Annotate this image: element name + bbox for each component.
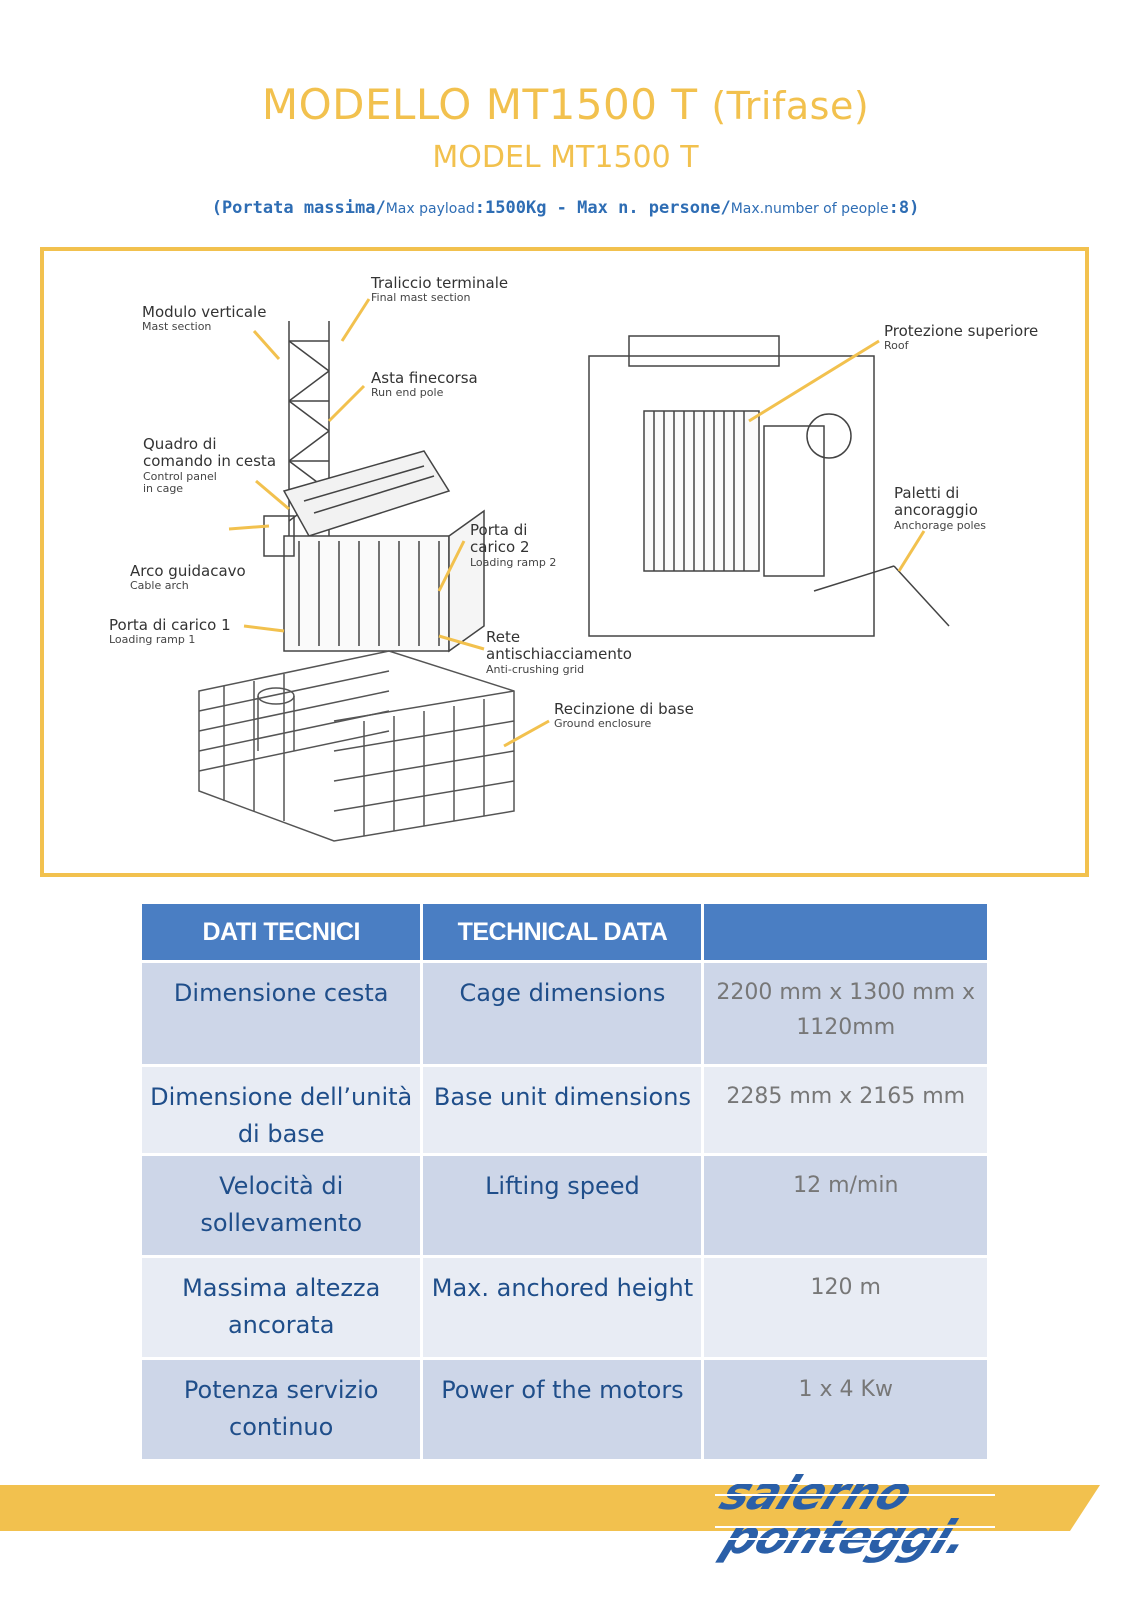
- cell-it: Massima altezza ancorata: [142, 1258, 421, 1357]
- people-label-en: Max.number of people: [730, 201, 889, 217]
- header-dati-tecnici: DATI TECNICI: [142, 904, 421, 960]
- payload-value: :1500Kg -: [474, 198, 578, 218]
- cell-value: 120 m: [704, 1258, 987, 1357]
- footer-yellow-band: [0, 1485, 1100, 1531]
- table-row: Dimensione cesta Cage dimensions 2200 mm…: [142, 963, 987, 1064]
- label-anchorage-poles: Paletti di ancoraggio Anchorage poles: [894, 484, 987, 532]
- page-subtitle: MODEL MT1500 T: [432, 140, 699, 175]
- people-value: :8): [888, 198, 920, 218]
- label-loading-ramp-2: Porta di carico 2 Loading ramp 2: [470, 521, 557, 569]
- people-label-it: Max n. persone: [577, 198, 721, 218]
- label-roof: Protezione superiore Roof: [884, 322, 1039, 353]
- cell-value: 12 m/min: [704, 1156, 987, 1255]
- cell-en: Lifting speed: [423, 1156, 702, 1255]
- title-suffix: (Trifase): [711, 84, 870, 128]
- cell-value: 2200 mm x 1300 mm x 1120mm: [704, 963, 987, 1064]
- cell-en: Base unit dimensions: [423, 1067, 702, 1153]
- label-final-mast: Traliccio terminale Final mast section: [371, 274, 509, 305]
- label-control-panel: Quadro di comando in cesta Control panel…: [143, 435, 277, 496]
- cell-en: Cage dimensions: [423, 963, 702, 1064]
- label-loading-ramp-1: Porta di carico 1 Loading ramp 1: [109, 616, 231, 647]
- payload-label-it: Portata massima: [221, 198, 376, 218]
- salerno-ponteggi-logo: salerno ponteggi.: [713, 1468, 995, 1565]
- label-cable-arch: Arco guidacavo Cable arch: [130, 562, 246, 593]
- cell-it: Dimensione dell’unità di base: [142, 1067, 421, 1153]
- table-header-row: DATI TECNICI TECHNICAL DATA: [142, 904, 987, 960]
- cell-en: Power of the motors: [423, 1360, 702, 1459]
- technical-data-table: DATI TECNICI TECHNICAL DATA Dimensione c…: [139, 901, 990, 1462]
- cell-value: 1 x 4 Kw: [704, 1360, 987, 1459]
- specs-slash: /: [375, 198, 386, 218]
- specs-slash: /: [720, 198, 731, 218]
- cage: [263, 450, 485, 653]
- label-anti-crushing-grid: Rete antischiacciamento Anti-crushing gr…: [486, 628, 632, 676]
- cell-en: Max. anchored height: [423, 1258, 702, 1357]
- title-main-text: MODELLO MT1500 T: [261, 80, 698, 129]
- header-technical-data: TECHNICAL DATA: [423, 904, 702, 960]
- diagram-frame: Traliccio terminale Final mast section M…: [40, 247, 1089, 877]
- table-row: Potenza servizio continuo Power of the m…: [142, 1360, 987, 1459]
- specs-open: (: [211, 198, 222, 218]
- cell-it: Potenza servizio continuo: [142, 1360, 421, 1459]
- label-ground-enclosure: Recinzione di base Ground enclosure: [554, 700, 694, 731]
- specs-line: (Portata massima/Max payload:1500Kg - Ma…: [0, 198, 1131, 218]
- callout-arrows: [228, 298, 926, 748]
- cell-value: 2285 mm x 2165 mm: [704, 1067, 987, 1153]
- ground-enclosure: [198, 650, 515, 842]
- cell-it: Velocità di sollevamento: [142, 1156, 421, 1255]
- top-view: [588, 335, 950, 637]
- label-mast-section: Modulo verticale Mast section: [142, 303, 267, 334]
- payload-label-en: Max payload: [385, 201, 475, 217]
- table-row: Massima altezza ancorata Max. anchored h…: [142, 1258, 987, 1357]
- page-title: MODELLO MT1500 T (Trifase): [0, 80, 1131, 129]
- cell-it: Dimensione cesta: [142, 963, 421, 1064]
- table-row: Dimensione dell’unità di base Base unit …: [142, 1067, 987, 1153]
- hoist-diagram: [198, 298, 950, 842]
- table-row: Velocità di sollevamento Lifting speed 1…: [142, 1156, 987, 1255]
- header-value: [704, 904, 987, 960]
- label-run-end-pole: Asta finecorsa Run end pole: [371, 369, 478, 400]
